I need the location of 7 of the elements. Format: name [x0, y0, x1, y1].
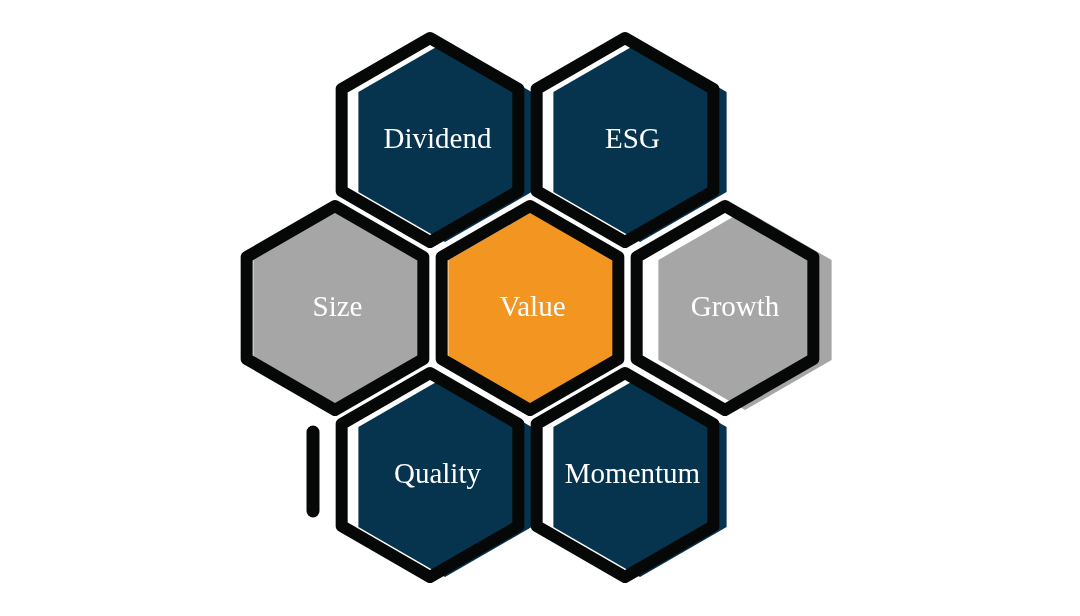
hexagon-label: Quality [393, 457, 482, 490]
hexagon-label: Momentum [563, 457, 702, 490]
hexagon-label: Size [311, 290, 364, 323]
hexagon-label: ESG [604, 122, 661, 155]
hexagon-label: Growth [689, 290, 781, 323]
hexagon-label: Value [498, 290, 567, 323]
hexagon-label: Dividend [382, 122, 493, 155]
